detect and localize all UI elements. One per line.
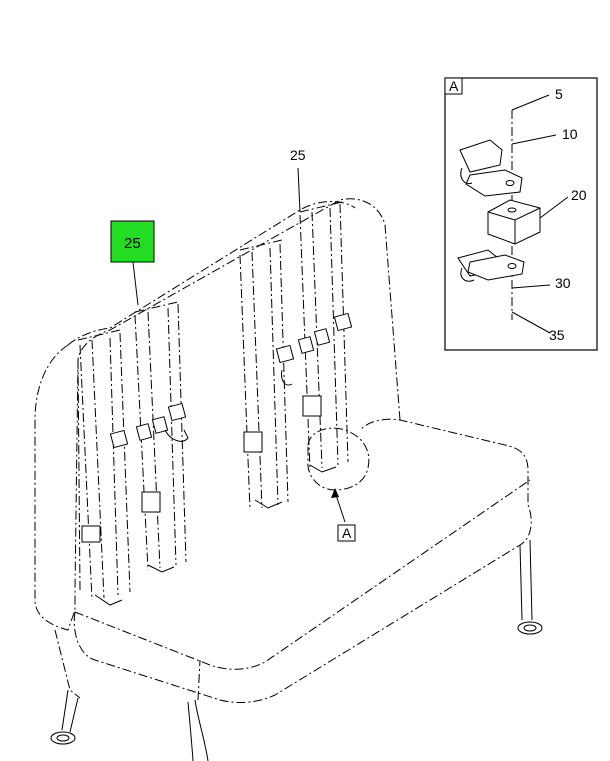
callout-25-highlighted: 25: [124, 235, 141, 252]
bracket-upper: [459, 139, 523, 197]
seat-cushion: [54, 418, 532, 703]
seat-leg-right: [517, 539, 543, 635]
detail-a-marker: [307, 427, 370, 491]
detail-label-35: 35: [549, 327, 565, 343]
detail-label-20: 20: [571, 187, 587, 203]
belt-right-outer: [239, 239, 289, 511]
leader-25-highlighted: [132, 261, 139, 306]
detail-label-5: 5: [555, 86, 563, 102]
detail-title: A: [449, 78, 459, 94]
buckle-left: [81, 402, 189, 606]
belt-left-inner: [134, 301, 187, 571]
seat-leg-middle: [187, 699, 209, 761]
seat-back: [34, 198, 401, 631]
detail-label-10: 10: [562, 126, 578, 142]
callout-a-label: A: [342, 525, 352, 541]
detail-a-inset: A 5 10 20 30: [444, 77, 598, 351]
callout-a-box[interactable]: [337, 524, 356, 542]
detail-label-30: 30: [555, 275, 571, 291]
buckle-right: [243, 312, 353, 509]
seat-leg-left: [50, 689, 79, 745]
bracket-lower: [457, 249, 525, 282]
spacer-block: [487, 199, 541, 245]
callout-25-highlight-box[interactable]: [110, 220, 155, 263]
callout-a-pointer: [331, 488, 346, 523]
belt-left-outer: [77, 329, 131, 601]
leader-25-top: [297, 167, 301, 213]
callout-25-top: 25: [290, 147, 306, 163]
